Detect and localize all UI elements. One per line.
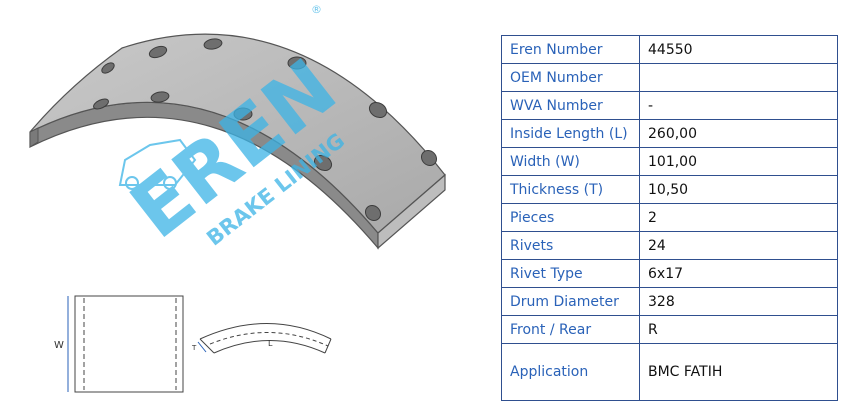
spec-row: WVA Number- <box>501 91 838 120</box>
spec-label: Width (W) <box>501 147 640 176</box>
length-dimension-label: L <box>268 339 273 348</box>
spec-value: 44550 <box>639 35 838 64</box>
technical-drawing-front-view <box>67 295 184 393</box>
registered-mark: ® <box>311 3 322 16</box>
spec-label: Pieces <box>501 203 640 232</box>
spec-label: Rivets <box>501 231 640 260</box>
spec-row: Thickness (T)10,50 <box>501 175 838 204</box>
thickness-dimension-label: T <box>191 344 197 352</box>
spec-row: Inside Length (L)260,00 <box>501 119 838 148</box>
spec-row: Width (W)101,00 <box>501 147 838 176</box>
brake-lining-3d-image <box>29 33 446 250</box>
width-dimension-label: W <box>54 340 64 351</box>
spec-value: 328 <box>639 287 838 316</box>
spec-label: Front / Rear <box>501 315 640 344</box>
spec-value: - <box>639 91 838 120</box>
spec-value: 260,00 <box>639 119 838 148</box>
spec-label: WVA Number <box>501 91 640 120</box>
spec-value: 24 <box>639 231 838 260</box>
spec-label: Inside Length (L) <box>501 119 640 148</box>
spec-value: 6x17 <box>639 259 838 288</box>
brake-lining-illustration: EREN BRAKE LINING ® W L T <box>29 3 446 393</box>
spec-label: Thickness (T) <box>501 175 640 204</box>
spec-value: 10,50 <box>639 175 838 204</box>
technical-drawing-side-view <box>197 323 332 354</box>
spec-value <box>639 63 838 92</box>
spec-label: Eren Number <box>501 35 640 64</box>
spec-value: 101,00 <box>639 147 838 176</box>
spec-label: OEM Number <box>501 63 640 92</box>
spec-label: Rivet Type <box>501 259 640 288</box>
spec-label: Drum Diameter <box>501 287 640 316</box>
spec-label: Application <box>501 343 640 401</box>
spec-row: OEM Number <box>501 63 838 92</box>
car-outline-icon <box>118 138 197 190</box>
spec-value: BMC FATIH <box>639 343 838 401</box>
spec-value: R <box>639 315 838 344</box>
spec-value: 2 <box>639 203 838 232</box>
